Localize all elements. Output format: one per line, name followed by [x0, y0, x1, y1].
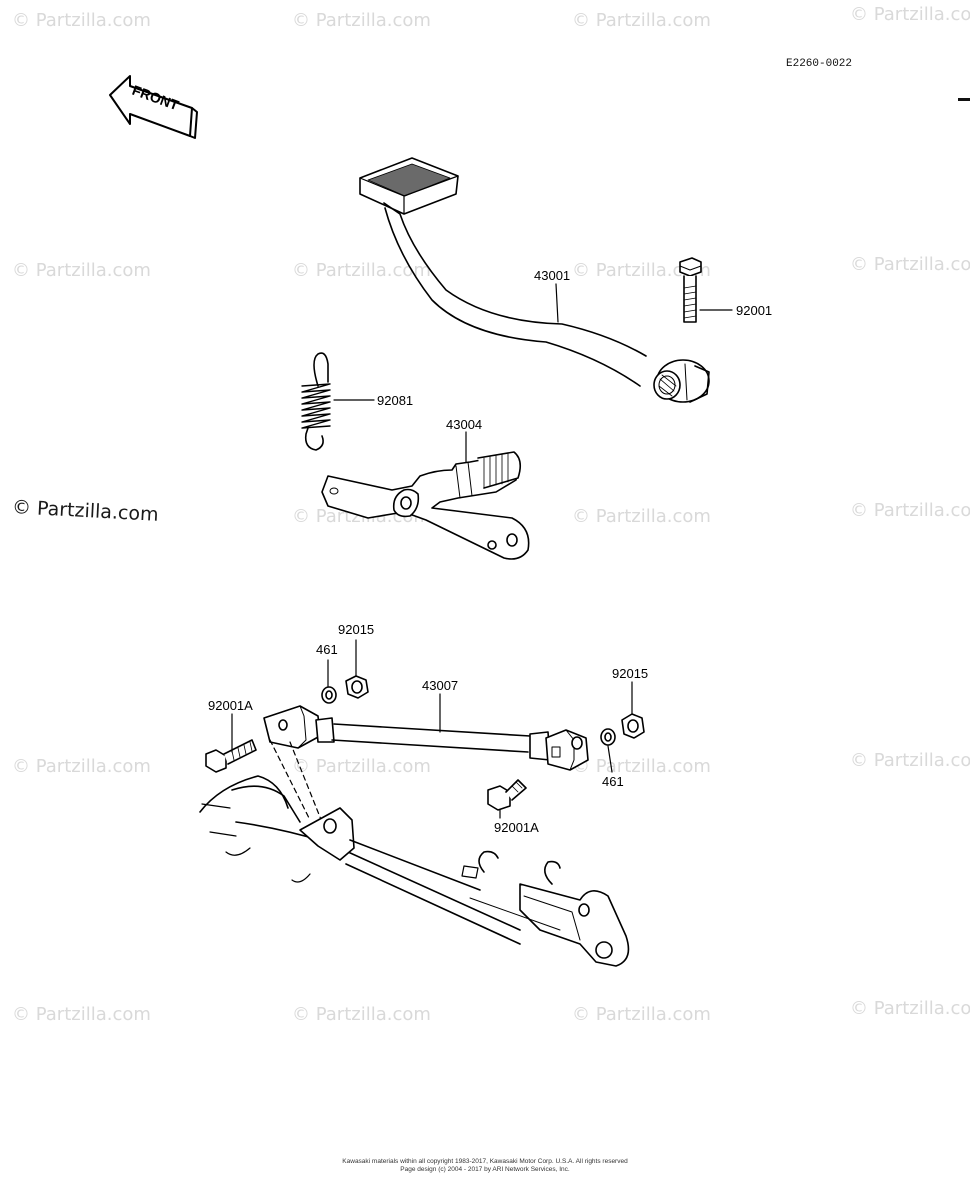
part-label-43007: 43007	[422, 678, 458, 693]
watermark: © Partzilla.com	[850, 750, 970, 771]
watermark: © Partzilla.com	[850, 500, 970, 521]
rod-43007	[263, 705, 589, 771]
shaft-lever-43004	[321, 451, 530, 560]
edge-mark	[958, 98, 970, 101]
copyright-line-1: Kawasaki materials within all copyright …	[342, 1158, 628, 1165]
watermark: © Partzilla.com	[850, 254, 970, 275]
part-label-92001a-bottom: 92001A	[494, 820, 539, 835]
watermark: © Partzilla.com	[12, 260, 151, 281]
bolt-92001a-bottom	[487, 779, 527, 811]
watermark: © Partzilla.com	[572, 1004, 711, 1025]
watermark: © Partzilla.com	[292, 10, 431, 31]
brake-pedal-43001	[359, 157, 710, 403]
assembly-guide-lines	[269, 739, 323, 823]
watermark: © Partzilla.com	[292, 260, 431, 281]
watermark: © Partzilla.com	[12, 10, 151, 31]
part-label-92081: 92081	[377, 393, 413, 408]
spring-92081	[301, 352, 331, 451]
watermark: © Partzilla.com	[12, 756, 151, 777]
part-label-92015-left: 92015	[338, 622, 374, 637]
part-label-461-right: 461	[602, 774, 624, 789]
nut-92015-left	[345, 675, 369, 699]
watermark: © Partzilla.com	[12, 1004, 151, 1025]
part-label-43004: 43004	[446, 417, 482, 432]
diagram-code: E2260-0022	[786, 58, 853, 70]
watermark: © Partzilla.com	[572, 10, 711, 31]
nut-92015-right	[621, 713, 645, 739]
washer-461-right	[600, 728, 616, 746]
watermark: © Partzilla.com	[572, 756, 711, 777]
frame-bracket	[199, 775, 630, 967]
watermark: © Partzilla.com	[292, 1004, 431, 1025]
part-label-92001: 92001	[736, 303, 772, 318]
part-label-92001a-left: 92001A	[208, 698, 253, 713]
copyright-footer: Kawasaki materials within all copyright …	[0, 1158, 970, 1174]
watermark: © Partzilla.com	[850, 998, 970, 1019]
copyright-line-2: Page design (c) 2004 - 2017 by ARI Netwo…	[400, 1166, 570, 1173]
bolt-92001a-left	[205, 739, 257, 773]
watermark: © Partzilla.com	[572, 260, 711, 281]
part-label-461-left: 461	[316, 642, 338, 657]
bolt-92001	[679, 257, 702, 323]
leader-lines	[231, 283, 733, 819]
watermark: © Partzilla.com	[572, 506, 711, 527]
front-arrow-icon	[109, 75, 198, 139]
watermark: © Partzilla.com	[292, 756, 431, 777]
part-label-43001: 43001	[534, 268, 570, 283]
watermark: © Partzilla.com	[850, 4, 970, 25]
washer-461-left	[321, 686, 337, 704]
part-label-92015-right: 92015	[612, 666, 648, 681]
